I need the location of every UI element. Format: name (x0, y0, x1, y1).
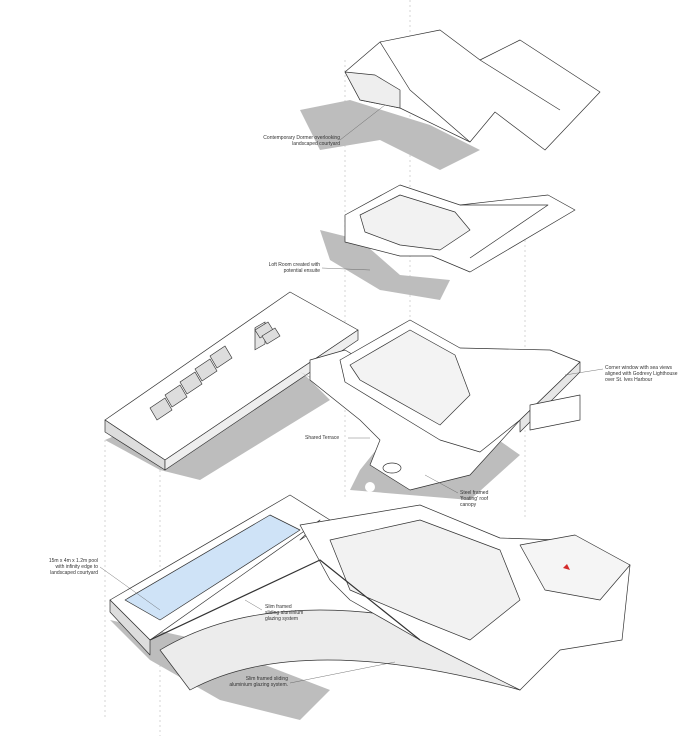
annotation-glazing-2: Slim framed sliding aluminium glazing sy… (229, 676, 288, 688)
annotation-roof-canopy: Steel framed 'floating' roof canopy (460, 490, 489, 508)
north-marker (563, 564, 570, 570)
leader-lines (99, 104, 604, 684)
loft-level (320, 184, 576, 300)
garage-roof-block (104, 291, 359, 480)
first-floor-level (300, 319, 581, 500)
annotation-glazing-1: Slim framed sliding aluminium glazing sy… (265, 604, 304, 622)
ground-floor-level (109, 494, 631, 720)
annotation-loft: Loft Room created with potential ensuite (268, 262, 320, 274)
pool (124, 514, 301, 621)
annotation-pool: 15m x 4m x 1.2m pool with infinity edge … (48, 558, 98, 576)
solar-panels (149, 321, 281, 421)
annotation-shared-terrace: Shared Terrace (305, 435, 340, 441)
annotation-dormer: Contemporary Dormer overlooking landscap… (263, 135, 340, 147)
roof-level (300, 29, 601, 170)
annotation-corner-window: Corner window with sea views aligned wit… (605, 365, 678, 383)
